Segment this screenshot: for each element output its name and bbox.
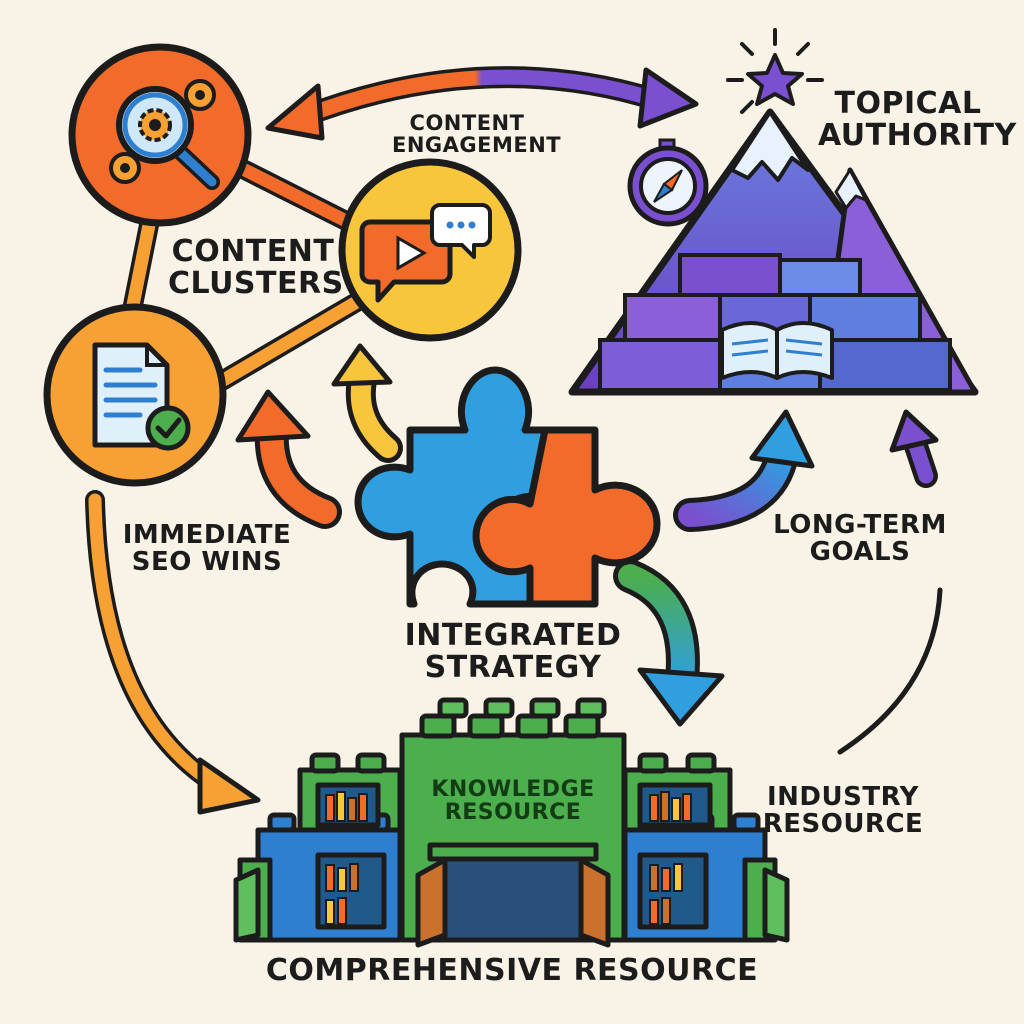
book-icon bbox=[720, 321, 834, 380]
label-integrated-strategy: INTEGRATED STRATEGY bbox=[398, 620, 628, 683]
label-knowledge-resource-line2: RESOURCE bbox=[444, 800, 582, 826]
label-integrated-strategy-line2: STRATEGY bbox=[424, 649, 602, 685]
industry-curve bbox=[837, 587, 943, 755]
label-long-term-goals-line2: GOALS bbox=[809, 537, 911, 568]
search-gear-icon bbox=[109, 79, 220, 190]
label-knowledge-resource-line1: KNOWLEDGE bbox=[431, 777, 595, 802]
arrow-to-resource bbox=[613, 559, 725, 727]
mountain-blocks bbox=[598, 253, 952, 392]
label-integrated-strategy-line1: INTEGRATED bbox=[404, 618, 622, 653]
label-knowledge-resource: KNOWLEDGE RESOURCE bbox=[415, 778, 611, 824]
cluster-connectors bbox=[120, 160, 370, 395]
arrow-seo-to-resource bbox=[85, 490, 261, 815]
label-content-engagement-line1: CONTENT bbox=[409, 111, 525, 135]
label-content-clusters-line1: CONTENT bbox=[171, 234, 335, 269]
video-chat-icon bbox=[359, 203, 492, 303]
arrow-to-clusters-right bbox=[331, 343, 403, 463]
label-industry-resource-line2: RESOURCE bbox=[762, 809, 924, 840]
label-content-clusters: CONTENT CLUSTERS bbox=[168, 234, 344, 301]
label-topical-authority-line2: AUTHORITY bbox=[818, 117, 1017, 153]
label-long-term-goals-line1: LONG-TERM bbox=[773, 510, 947, 540]
label-immediate-seo-wins: IMMEDIATE SEO WINS bbox=[112, 520, 302, 578]
arrow-to-clusters-left bbox=[235, 389, 342, 529]
compass-icon bbox=[627, 138, 709, 227]
document-check-icon bbox=[92, 342, 191, 451]
label-topical-authority: TOPICAL AUTHORITY bbox=[818, 86, 1017, 153]
label-industry-resource: INDUSTRY RESOURCE bbox=[758, 782, 928, 840]
label-topical-authority-line1: TOPICAL bbox=[834, 86, 982, 121]
top-double-arrow bbox=[265, 66, 699, 141]
label-long-term-goals: LONG-TERM GOALS bbox=[770, 510, 950, 568]
document-node bbox=[43, 303, 227, 487]
label-immediate-seo-wins-line2: SEO WINS bbox=[131, 547, 283, 578]
arrow-long-term-up bbox=[889, 409, 939, 488]
label-industry-resource-line1: INDUSTRY bbox=[766, 782, 919, 812]
video-chat-node bbox=[338, 158, 522, 342]
bookshelf-books bbox=[325, 791, 692, 925]
label-immediate-seo-wins-line1: IMMEDIATE bbox=[122, 520, 292, 550]
label-content-engagement-line2: ENGAGEMENT bbox=[392, 133, 562, 158]
search-gear-node bbox=[68, 43, 252, 227]
mountain-icon bbox=[568, 108, 979, 396]
star-icon bbox=[726, 28, 824, 114]
label-comprehensive-resource: COMPREHENSIVE RESOURCE bbox=[262, 955, 762, 987]
arrow-to-mountain bbox=[673, 409, 815, 532]
label-comprehensive-resource-text: COMPREHENSIVE RESOURCE bbox=[265, 953, 759, 988]
label-content-engagement: CONTENT ENGAGEMENT bbox=[392, 111, 562, 158]
puzzle-icon bbox=[354, 366, 661, 608]
label-content-clusters-line2: CLUSTERS bbox=[168, 265, 344, 301]
